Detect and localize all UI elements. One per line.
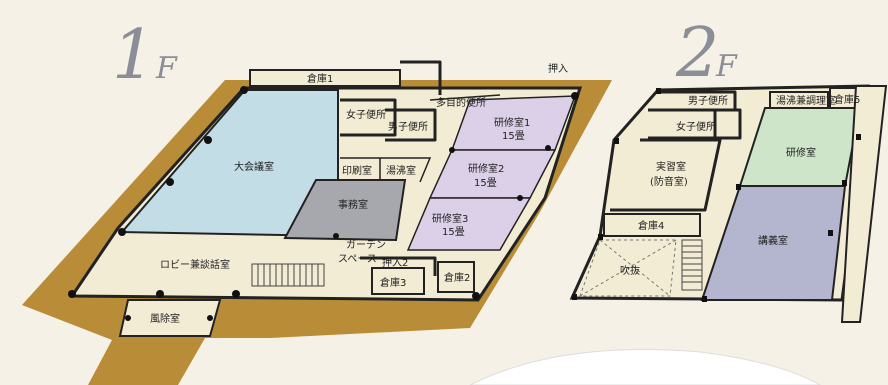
floor2-plan: 男子便所 湯沸兼調理室 倉庫5 女子便所 研修室 実習室 (防音室) 倉庫4 講… [569, 84, 888, 323]
label-closet-top: 押入 [548, 62, 568, 75]
label-mens-restroom-1f: 男子便所 [388, 120, 428, 133]
label-storage2: 倉庫2 [444, 271, 470, 284]
label-lobby: ロビー兼談話室 [160, 258, 230, 271]
label-womens-restroom-2f: 女子便所 [676, 120, 716, 133]
floor2-title: 2 F [675, 14, 738, 93]
label-office: 事務室 [338, 198, 368, 211]
label-practice-room: 実習室 [656, 160, 686, 173]
floor2-stairs [681, 239, 703, 291]
floor1-number: 1 [112, 16, 155, 95]
label-mens-restroom-2f: 男子便所 [688, 94, 728, 107]
label-multipurpose-restroom: 多目的便所 [436, 96, 486, 109]
label-garden-space-1: ガーデン [346, 238, 386, 251]
lecture-room-area [700, 185, 847, 301]
label-training-room1: 研修室1 [494, 116, 530, 129]
label-kitchenette: 湯沸室 [386, 164, 416, 177]
label-lecture-room: 講義室 [758, 234, 788, 247]
storage1-area [249, 69, 401, 87]
windbreak-room-area [118, 299, 222, 337]
office-area [283, 179, 407, 242]
label-training-room1-size: 15畳 [502, 130, 525, 142]
floor1-stairs [251, 263, 325, 287]
floor2-columns [572, 88, 861, 302]
label-kitchen-cooking-room: 湯沸兼調理室 [776, 94, 836, 107]
label-training-room-2f: 研修室 [786, 146, 816, 159]
label-closet2: 押入2 [382, 256, 408, 269]
training-room3-area [406, 197, 532, 251]
decorative-curve [469, 349, 822, 385]
label-training-room2-size: 15畳 [474, 177, 497, 189]
label-training-room3-size: 15畳 [442, 226, 465, 238]
label-storage4: 倉庫4 [638, 219, 664, 232]
label-practice-room-sub: (防音室) [650, 175, 688, 188]
label-storage5: 倉庫5 [834, 93, 860, 106]
floor1-suffix: F [155, 51, 178, 86]
floor2-suffix: F [715, 49, 738, 84]
label-garden-space-2: スペース [338, 254, 377, 265]
label-womens-restroom-1f: 女子便所 [346, 108, 386, 121]
label-atrium: 吹抜 [620, 264, 640, 277]
floor1-plan: 倉庫1 押入 女子便所 男子便所 多目的便所 研修室1 15畳 大会議室 印刷室… [22, 60, 612, 385]
label-conference-hall: 大会議室 [234, 160, 274, 173]
label-training-room3: 研修室3 [432, 212, 468, 225]
label-storage1: 倉庫1 [307, 72, 333, 85]
atrium-void [579, 239, 677, 297]
floor2-number: 2 [675, 14, 719, 93]
label-print-room: 印刷室 [342, 164, 372, 177]
floor1-columns [68, 86, 579, 321]
floor1-title: 1 F [112, 16, 178, 95]
label-storage3: 倉庫3 [380, 276, 406, 289]
label-training-room2: 研修室2 [468, 162, 504, 175]
label-windbreak-room: 風除室 [150, 312, 180, 325]
